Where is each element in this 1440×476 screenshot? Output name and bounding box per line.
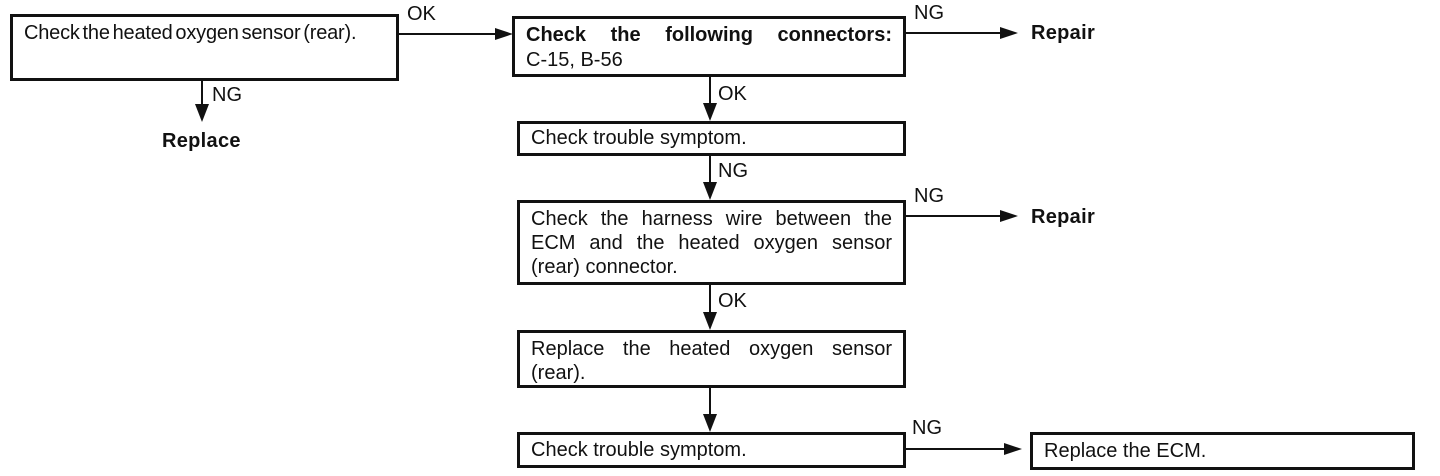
- edge-ok-1-line: [397, 33, 497, 35]
- edge-ng-2-label: NG: [914, 2, 944, 24]
- edge-ng-5-label: NG: [912, 417, 942, 439]
- box-text: (rear).: [531, 362, 586, 384]
- flow-box-check-trouble-symptom-2: Check trouble symptom.: [517, 432, 906, 468]
- box-text: Check trouble symptom.: [531, 127, 747, 149]
- arrow-down-icon: [703, 182, 717, 200]
- edge-ng-3-line: [709, 156, 711, 184]
- edge-ok-3-label: OK: [718, 290, 747, 312]
- arrow-right-icon: [1000, 210, 1018, 222]
- edge-ok-3-line: [709, 285, 711, 313]
- arrow-down-icon: [703, 414, 717, 432]
- edge-ng-1-label: NG: [212, 84, 242, 106]
- terminal-repair-2: Repair: [1031, 206, 1096, 228]
- edge-ng-1-line: [201, 80, 203, 107]
- arrow-right-icon: [1004, 443, 1022, 455]
- box-text: Replace the heated oxygen sensor: [531, 338, 892, 360]
- arrow-down-icon: [195, 104, 209, 122]
- flow-box-check-oxygen-sensor: Check the heated oxygen sensor (rear).: [10, 14, 399, 81]
- box-text: Check trouble symptom.: [531, 439, 747, 461]
- terminal-repair-1: Repair: [1031, 22, 1096, 44]
- box-text: Check the following connectors:: [526, 24, 892, 46]
- edge-ng-5-line: [906, 448, 1006, 450]
- edge-ok-2-line: [709, 77, 711, 105]
- arrow-right-icon: [495, 28, 513, 40]
- edge-ng-2-line: [905, 32, 1002, 34]
- box-text: ECM and the heated oxygen sensor: [531, 232, 892, 254]
- flow-box-check-connectors: Check the following connectors: C-15, B-…: [512, 16, 906, 77]
- box-text: C-15, B-56: [526, 49, 623, 71]
- flow-box-replace-oxygen-sensor: Replace the heated oxygen sensor (rear).: [517, 330, 906, 388]
- edge-ng-4-label: NG: [914, 185, 944, 207]
- box-text: Replace the ECM.: [1044, 440, 1207, 462]
- edge-ng-3-label: NG: [718, 160, 748, 182]
- edge-ok-1-label: OK: [407, 3, 436, 25]
- box-text: Check the harness wire between the: [531, 208, 892, 230]
- arrow-right-icon: [1000, 27, 1018, 39]
- box-text: (rear) connector.: [531, 256, 678, 278]
- flow-box-check-trouble-symptom-1: Check trouble symptom.: [517, 121, 906, 156]
- flow-box-check-harness-wire: Check the harness wire between the ECM a…: [517, 200, 906, 285]
- box-text: Check the heated oxygen sensor (rear).: [24, 22, 357, 44]
- edge-plain-1-line: [709, 388, 711, 416]
- flow-box-replace-ecm: Replace the ECM.: [1030, 432, 1415, 470]
- terminal-replace: Replace: [162, 130, 241, 152]
- arrow-down-icon: [703, 103, 717, 121]
- arrow-down-icon: [703, 312, 717, 330]
- edge-ng-4-line: [906, 215, 1002, 217]
- edge-ok-2-label: OK: [718, 83, 747, 105]
